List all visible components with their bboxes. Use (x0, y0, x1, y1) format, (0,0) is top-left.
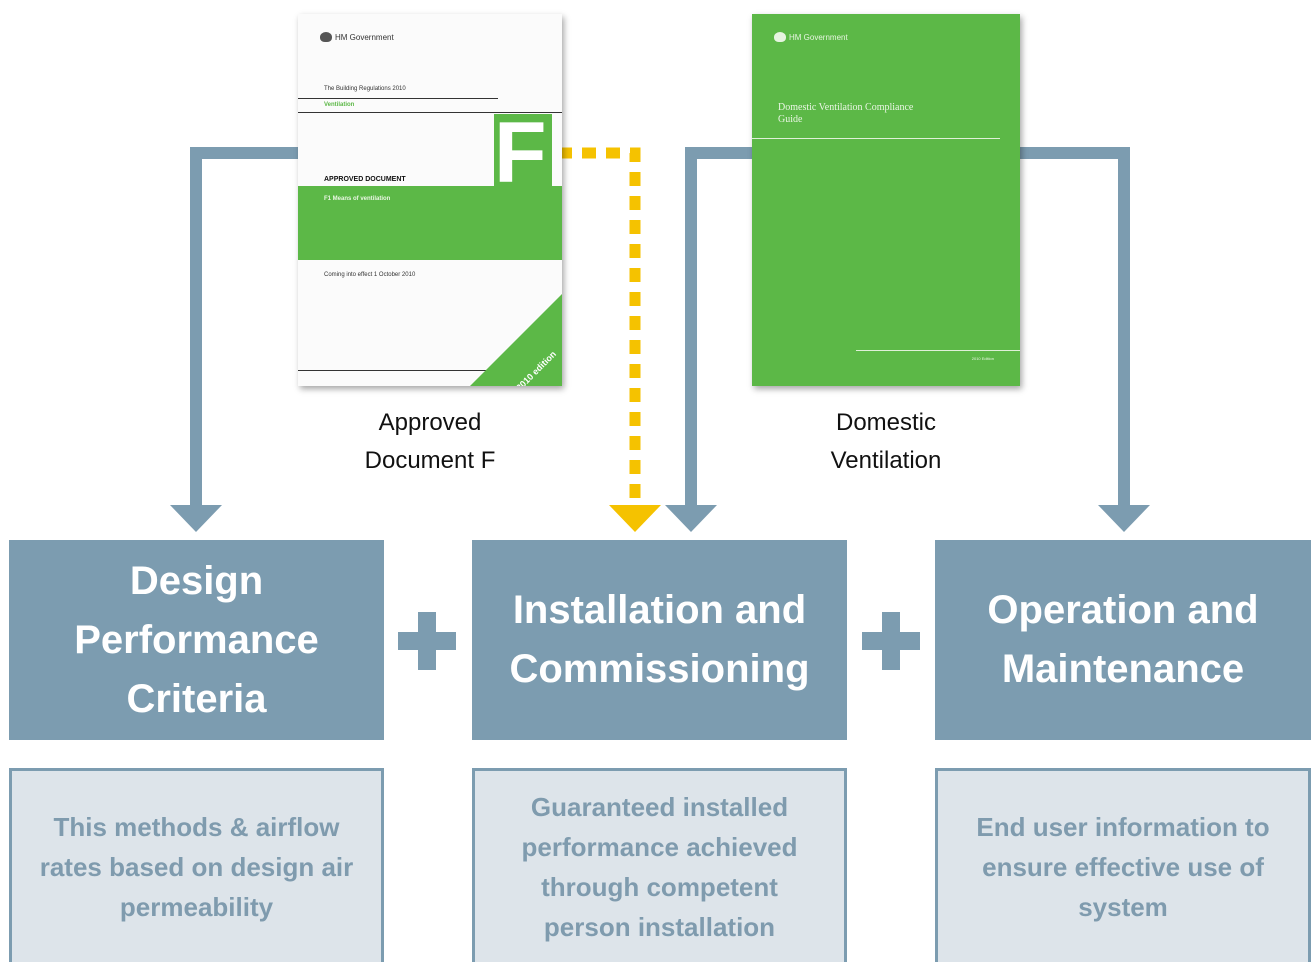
cover-rule (298, 98, 498, 99)
arrowhead-installation (665, 505, 717, 532)
stage-title: Operation and Maintenance (987, 588, 1259, 691)
stage-title: Design Performance Criteria (74, 558, 319, 721)
cover-letter: F (494, 105, 547, 201)
cover-rule (298, 112, 562, 113)
plus-icon (862, 612, 920, 670)
cover-footer: 2010 Edition (971, 356, 994, 361)
cover-corner (470, 294, 562, 386)
dotted-arrow-adf-to-installation (558, 147, 641, 505)
crest-icon (774, 32, 786, 42)
stage-installation-commissioning: Installation and Commissioning (472, 540, 847, 740)
description-installation: Guaranteed installed performance achieve… (472, 768, 847, 962)
caption-approved-document-f: Approved Document F (364, 409, 496, 474)
crest-icon (320, 32, 332, 42)
stage-title: Installation and Commissioning (509, 588, 810, 691)
cover-topic: Ventilation (324, 102, 355, 108)
description-operation: End user information to ensure effective… (935, 768, 1311, 962)
domestic-ventilation-cover: HM Government Domestic Ventilation Compl… (752, 14, 1020, 386)
cover-regulations: The Building Regulations 2010 (324, 86, 406, 92)
stage-description: This methods & airflow rates based on de… (39, 811, 354, 922)
arrow-adf-to-design (190, 147, 298, 506)
arrowhead-dotted (609, 505, 661, 532)
stage-design-performance-criteria: Design Performance Criteria (9, 540, 384, 740)
stage-description: End user information to ensure effective… (976, 811, 1270, 922)
cover-rule (752, 138, 1000, 139)
cover-rule (298, 370, 518, 371)
stage-description: Guaranteed installed performance achieve… (521, 791, 798, 942)
cover-effective-date: Coming into effect 1 October 2010 (324, 272, 416, 278)
caption-domestic-ventilation: Domestic Ventilation (830, 409, 942, 474)
arrowhead-operation (1098, 505, 1150, 532)
cover-rule (856, 350, 1020, 351)
arrow-dvg-to-operation (1020, 147, 1130, 506)
cover-green-band: F1 Means of ventilation (298, 114, 562, 260)
arrowhead-design (170, 505, 222, 532)
cover-publisher: HM Government (789, 32, 848, 42)
cover-heading: APPROVED DOCUMENT (324, 176, 406, 183)
arrow-dvg-to-installation (685, 147, 752, 506)
plus-icon (398, 612, 456, 670)
cover-section: F1 Means of ventilation (324, 196, 391, 202)
cover-publisher: HM Government (335, 32, 394, 42)
description-design: This methods & airflow rates based on de… (9, 768, 384, 962)
cover-title: Domestic Ventilation Compliance Guide (778, 102, 914, 125)
approved-document-f-cover: HM Government The Building Regulations 2… (298, 14, 562, 386)
stage-operation-maintenance: Operation and Maintenance (935, 540, 1311, 740)
